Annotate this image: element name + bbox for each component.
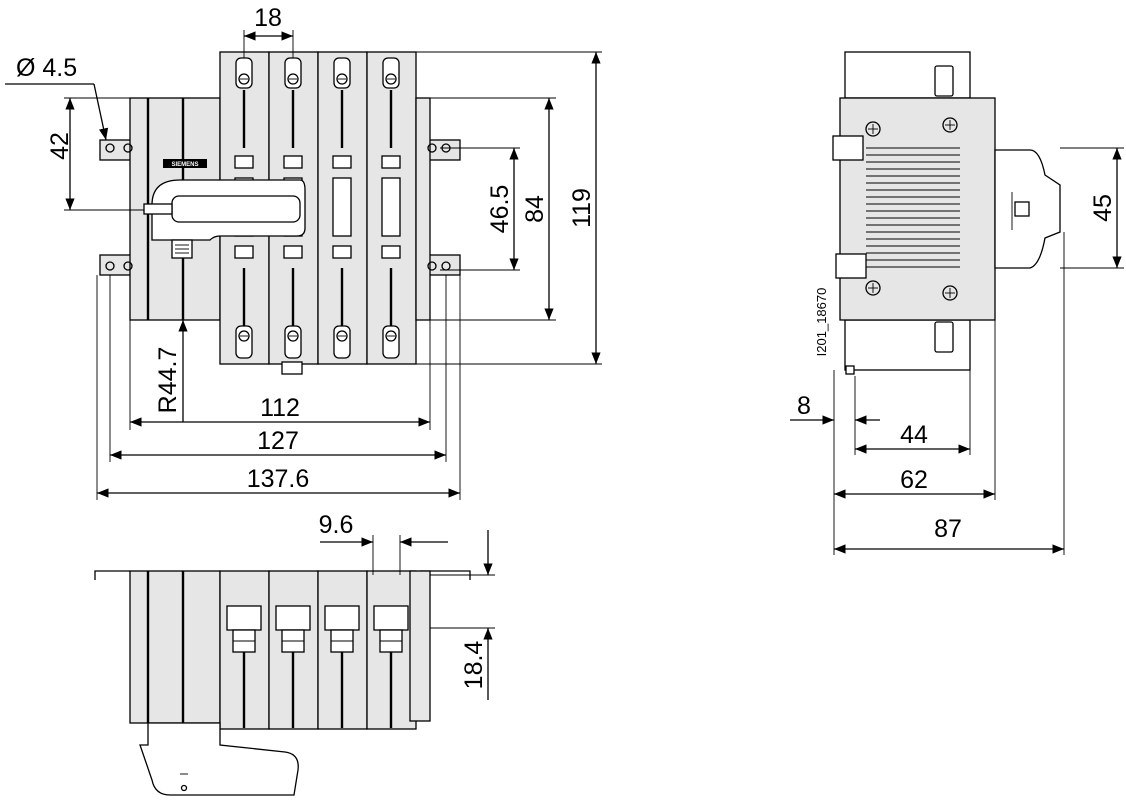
- side-screws: [865, 117, 958, 301]
- dim-widths: 112 127 137.6: [96, 275, 461, 500]
- dim-side-87-label: 87: [934, 515, 962, 543]
- dim-bottom-18-4-label: 18.4: [460, 641, 488, 690]
- dim-width-137-label: 137.6: [247, 465, 310, 493]
- bottom-handle-profile: [139, 722, 299, 796]
- dim-side-8-label: 8: [797, 392, 811, 420]
- dim-side-62-label: 62: [900, 466, 928, 494]
- side-view: I201_18670 45 8 44 62 87: [790, 51, 1124, 555]
- side-vent-grill: [866, 147, 960, 268]
- rotary-handle: SIEMENS: [143, 159, 306, 259]
- dim-mount-hole-pitch: 42: [46, 97, 144, 211]
- dim-side-depths: 8 44 62 87: [790, 232, 1065, 555]
- dim-handle-radius: R44.7: [154, 320, 188, 422]
- dim-height-84-label: 84: [521, 195, 549, 223]
- side-body: [839, 97, 996, 321]
- bottom-handle-module: [129, 570, 221, 724]
- dim-width-112-label: 112: [260, 394, 300, 422]
- dim-height-119-label: 119: [568, 188, 596, 228]
- dim-heights: 46.5 84 119: [416, 51, 602, 365]
- bottom-view: 9.6 18.4: [94, 511, 495, 796]
- dim-height-46-label: 46.5: [486, 185, 514, 234]
- brand-plate: [163, 159, 207, 168]
- dim-mount-hole-pitch-label: 42: [46, 132, 74, 160]
- side-clip-bottom: [835, 253, 867, 279]
- bottom-latch: [281, 361, 303, 375]
- dim-width-127-label: 127: [257, 427, 299, 455]
- brand-label: SIEMENS: [171, 162, 198, 168]
- side-clip-top: [832, 135, 864, 161]
- dim-bottom-18-4: 18.4: [430, 530, 495, 700]
- dim-side-45: 45: [1060, 147, 1124, 269]
- dim-pole-pitch-label: 18: [254, 4, 282, 32]
- dim-side-44-label: 44: [900, 421, 928, 449]
- mounting-holes: [105, 143, 451, 271]
- dim-bottom-9-6-label: 9.6: [319, 511, 354, 539]
- drawing-code: I201_18670: [814, 288, 829, 357]
- dim-pole-pitch: 18: [243, 4, 294, 58]
- dim-hole-diameter-label: Ø 4.5: [16, 54, 77, 82]
- dim-side-45-label: 45: [1089, 194, 1117, 222]
- dim-bottom-9-6: 9.6: [319, 511, 448, 575]
- front-view: SIEMENS Ø 4.5 18 42: [5, 4, 602, 500]
- dim-handle-radius-label: R44.7: [154, 347, 182, 414]
- terminal-screws-bottom: [235, 325, 400, 359]
- terminal-screws-top: [235, 57, 400, 89]
- dim-hole-diameter: Ø 4.5: [5, 54, 109, 141]
